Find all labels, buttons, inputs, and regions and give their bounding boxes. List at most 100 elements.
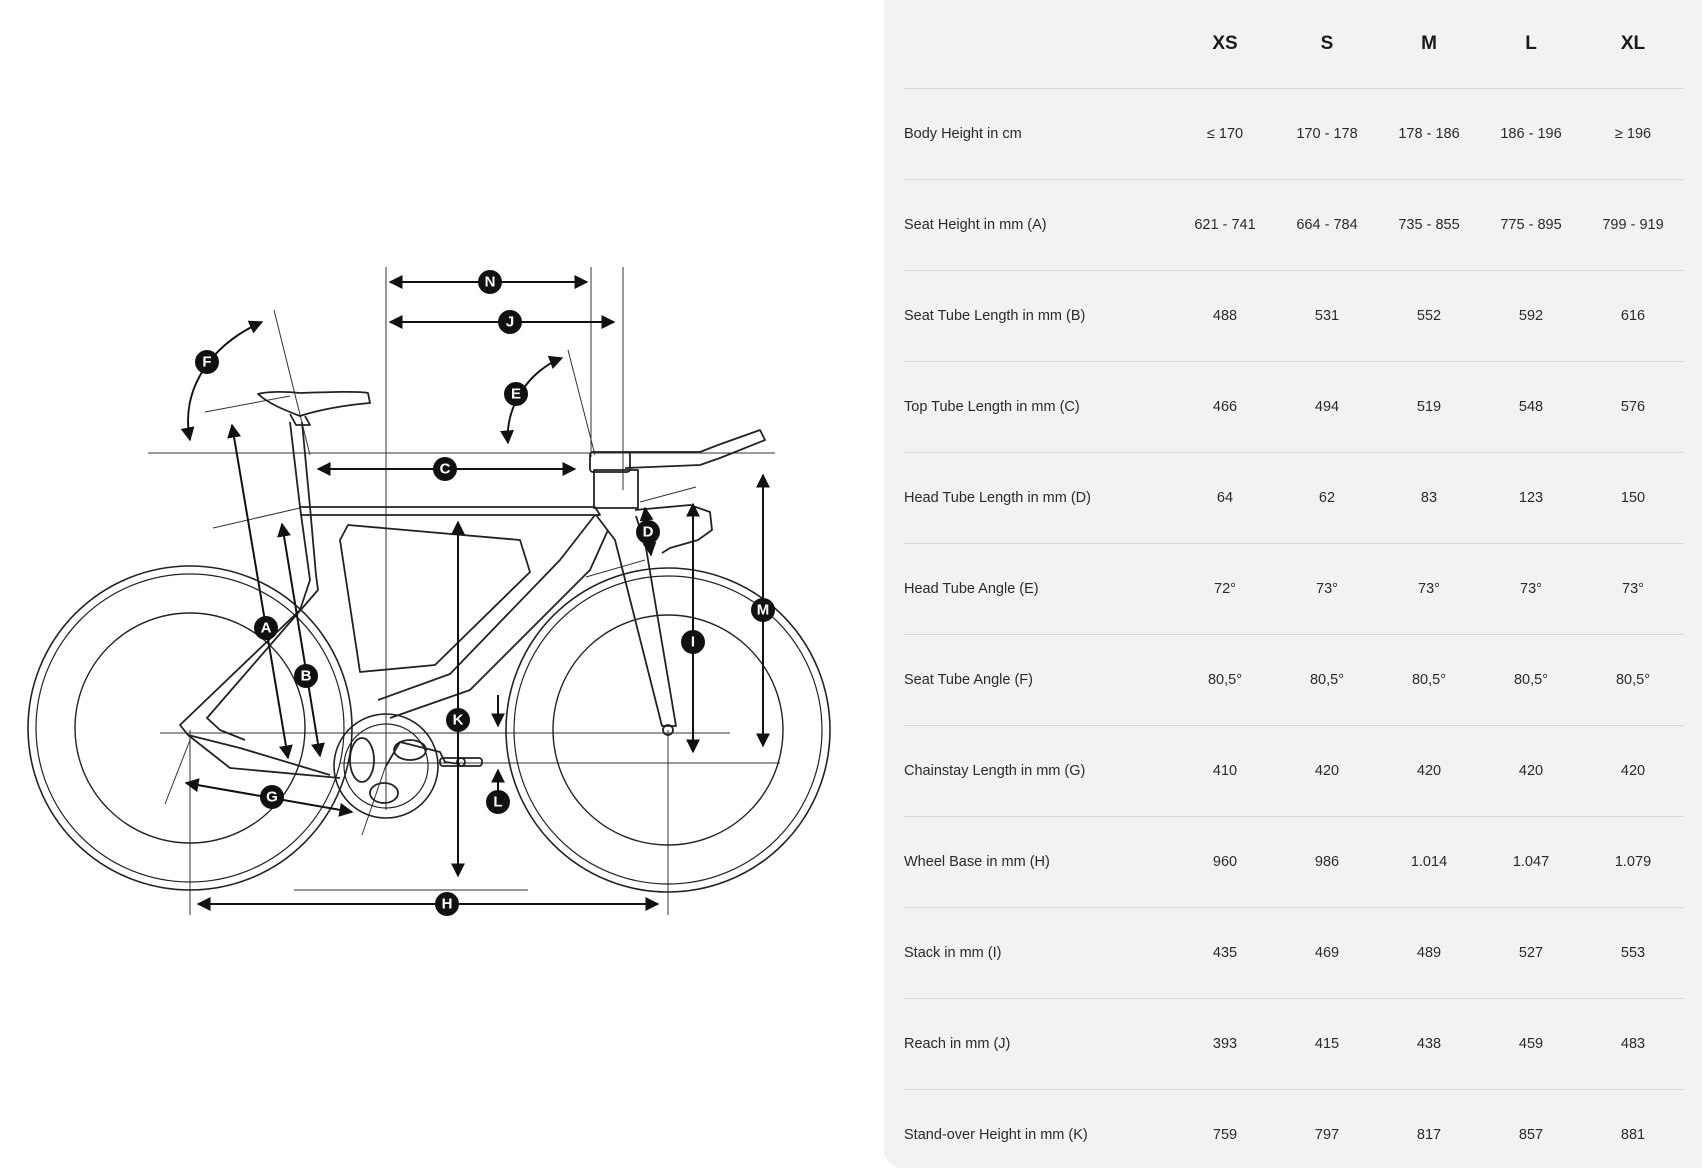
table-cell: 469 bbox=[1276, 907, 1378, 999]
svg-text:L: L bbox=[493, 794, 502, 811]
table-cell: 420 bbox=[1582, 725, 1684, 817]
svg-text:C: C bbox=[440, 461, 451, 478]
table-cell: 576 bbox=[1582, 361, 1684, 453]
table-cell: 410 bbox=[1174, 725, 1276, 817]
svg-text:B: B bbox=[301, 668, 312, 685]
svg-text:F: F bbox=[202, 354, 211, 371]
table-cell: 123 bbox=[1480, 452, 1582, 544]
svg-text:I: I bbox=[691, 634, 695, 651]
bike-frame bbox=[179, 390, 766, 819]
table-cell: 531 bbox=[1276, 270, 1378, 362]
table-cell: 415 bbox=[1276, 998, 1378, 1090]
table-cell: 420 bbox=[1378, 725, 1480, 817]
size-header-l: L bbox=[1480, 0, 1582, 89]
table-cell: 459 bbox=[1480, 998, 1582, 1090]
reference-lines bbox=[148, 267, 780, 915]
table-cell: 1.014 bbox=[1378, 816, 1480, 908]
table-cell: 881 bbox=[1620, 1127, 1646, 1143]
size-header-m: M bbox=[1378, 0, 1480, 89]
marker-B: B bbox=[294, 664, 318, 688]
table-cell: 466 bbox=[1174, 361, 1276, 453]
table-cell: 62 bbox=[1276, 452, 1378, 544]
table-cell: 775 - 895 bbox=[1480, 179, 1582, 271]
table-cell: 519 bbox=[1378, 361, 1480, 453]
row-label: Chainstay Length in mm (G) bbox=[904, 725, 1174, 817]
table-cell: 64 bbox=[1174, 452, 1276, 544]
table-cell: 735 - 855 bbox=[1378, 179, 1480, 271]
svg-text:K: K bbox=[453, 712, 464, 729]
table-cell: 420 bbox=[1480, 725, 1582, 817]
marker-L: L bbox=[486, 790, 510, 814]
header-label-column bbox=[904, 0, 1174, 89]
measurement-arrows bbox=[180, 275, 770, 911]
table-cell: 553 bbox=[1582, 907, 1684, 999]
marker-E: E bbox=[504, 382, 528, 406]
bike-diagram-svg: N J C F E D M I A bbox=[27, 267, 831, 916]
table-cell: 552 bbox=[1378, 270, 1480, 362]
row-label: Top Tube Length in mm (C) bbox=[904, 361, 1174, 453]
svg-text:E: E bbox=[511, 386, 521, 403]
marker-G: G bbox=[260, 785, 284, 809]
table-row: Seat Tube Angle (F)80,5°80,5°80,5°80,5°8… bbox=[904, 634, 1684, 726]
table-cell: 80,5° bbox=[1174, 634, 1276, 726]
table-row: Head Tube Angle (E)72°73°73°73°73° bbox=[904, 543, 1684, 635]
table-cell: 960 bbox=[1174, 816, 1276, 908]
svg-text:M: M bbox=[757, 602, 770, 619]
size-header-s: S bbox=[1276, 0, 1378, 89]
table-cell: 592 bbox=[1480, 270, 1582, 362]
table-cell: ≤ 170 bbox=[1174, 88, 1276, 180]
row-label: Stand-over Height in mm (K) bbox=[904, 1127, 1088, 1143]
svg-text:H: H bbox=[442, 896, 453, 913]
size-header-xl: XL bbox=[1582, 0, 1684, 89]
marker-H: H bbox=[435, 892, 459, 916]
table-cell: 548 bbox=[1480, 361, 1582, 453]
svg-text:D: D bbox=[643, 524, 654, 541]
marker-F: F bbox=[195, 350, 219, 374]
row-label: Seat Tube Length in mm (B) bbox=[904, 270, 1174, 362]
table-cell: 73° bbox=[1276, 543, 1378, 635]
table-cell: 73° bbox=[1378, 543, 1480, 635]
marker-I: I bbox=[681, 630, 705, 654]
row-label: Seat Tube Angle (F) bbox=[904, 634, 1174, 726]
table-cell: 393 bbox=[1174, 998, 1276, 1090]
svg-text:J: J bbox=[506, 314, 514, 331]
row-label: Head Tube Angle (E) bbox=[904, 543, 1174, 635]
table-cell: 986 bbox=[1276, 816, 1378, 908]
size-header-xs: XS bbox=[1174, 0, 1276, 89]
table-cell: 150 bbox=[1582, 452, 1684, 544]
table-cell: 1.079 bbox=[1582, 816, 1684, 908]
svg-text:N: N bbox=[485, 274, 496, 291]
table-cell: 72° bbox=[1174, 543, 1276, 635]
table-cell: 494 bbox=[1276, 361, 1378, 453]
bike-geometry-diagram: N J C F E D M I A bbox=[27, 267, 831, 916]
table-cell: 759 bbox=[1212, 1127, 1238, 1143]
svg-text:A: A bbox=[261, 620, 272, 637]
row-label: Stack in mm (I) bbox=[904, 907, 1174, 999]
table-cell: 186 - 196 bbox=[1480, 88, 1582, 180]
table-cell: 488 bbox=[1174, 270, 1276, 362]
table-cell: 616 bbox=[1582, 270, 1684, 362]
table-cell: 483 bbox=[1582, 998, 1684, 1090]
table-cell: 527 bbox=[1480, 907, 1582, 999]
table-cell: 80,5° bbox=[1378, 634, 1480, 726]
table-cell: 817 bbox=[1416, 1127, 1442, 1143]
front-wheel bbox=[505, 567, 831, 893]
table-cell: 799 - 919 bbox=[1582, 179, 1684, 271]
table-cell: 170 - 178 bbox=[1276, 88, 1378, 180]
marker-J: J bbox=[498, 310, 522, 334]
marker-M: M bbox=[751, 598, 775, 622]
table-cell: 73° bbox=[1582, 543, 1684, 635]
table-cell: 1.047 bbox=[1480, 816, 1582, 908]
table-cell: 178 - 186 bbox=[1378, 88, 1480, 180]
row-label: Head Tube Length in mm (D) bbox=[904, 452, 1174, 544]
